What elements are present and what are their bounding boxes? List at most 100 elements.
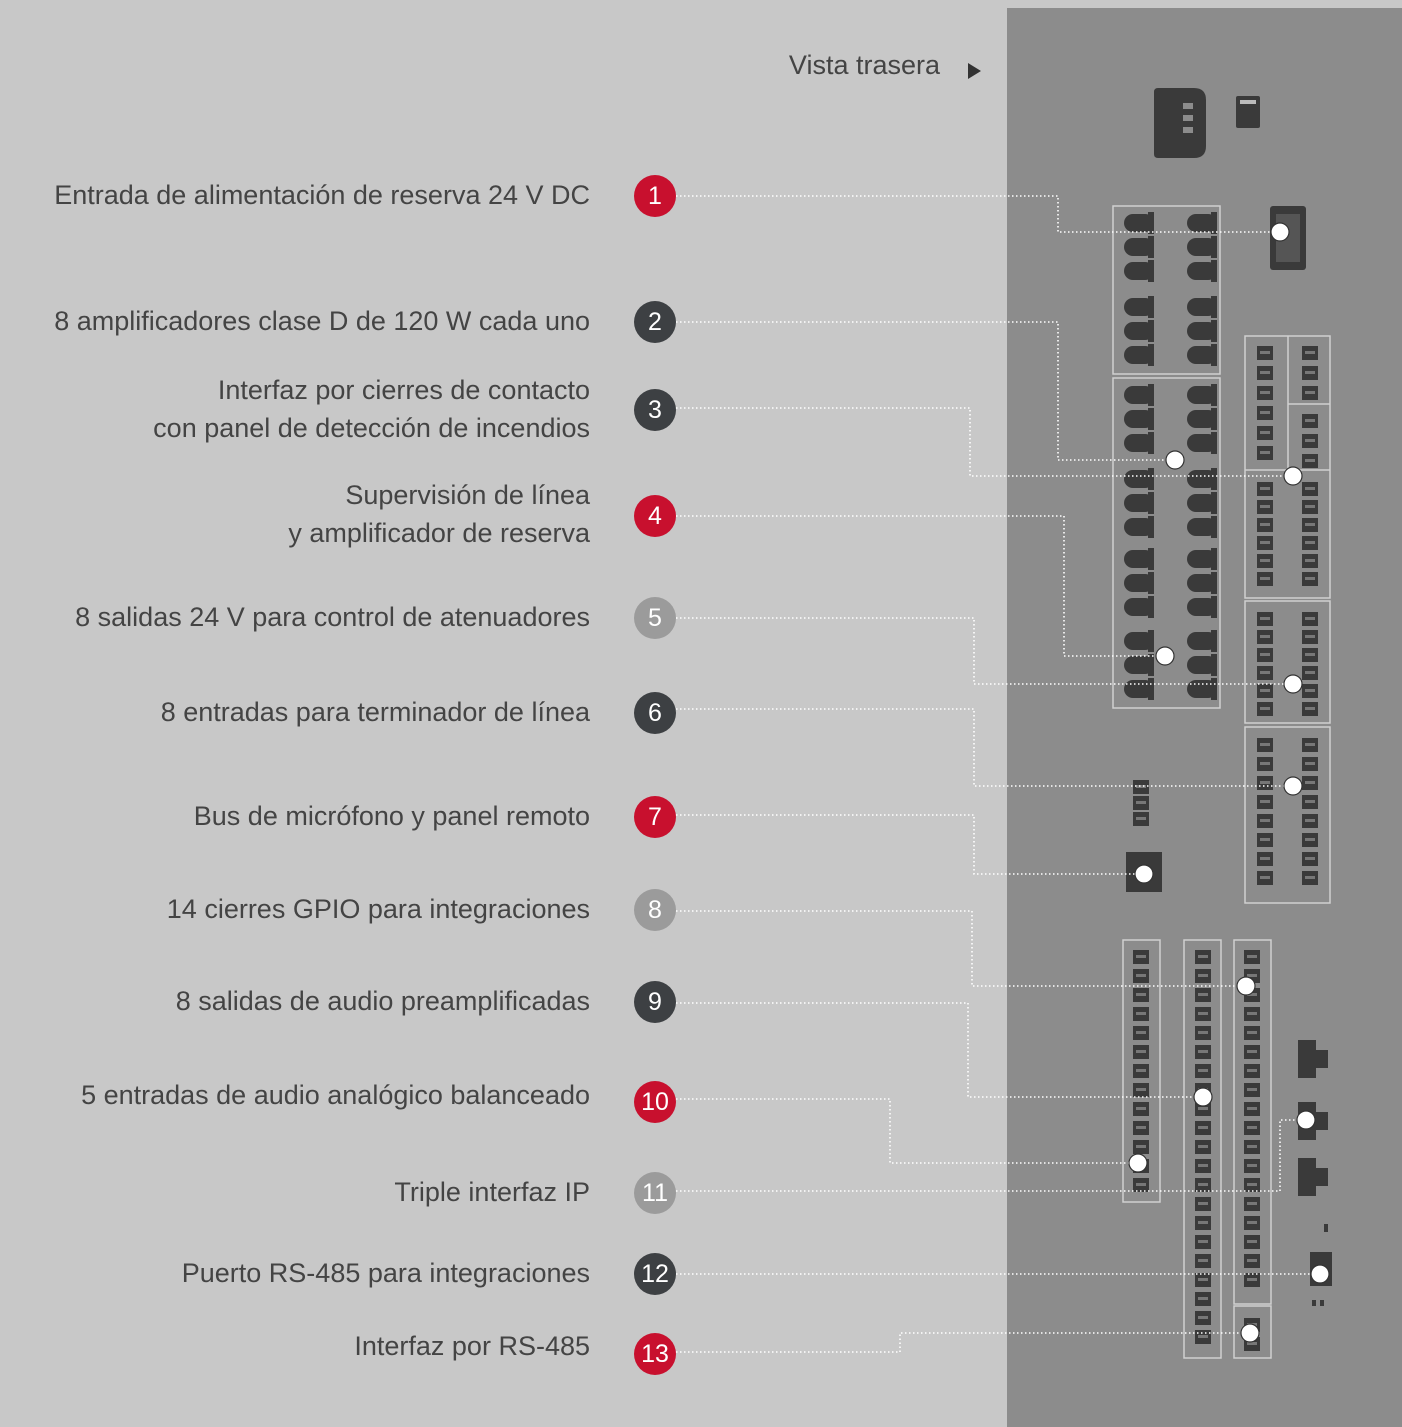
speaker-terminal [1187,434,1217,452]
leader-line-9 [676,1002,1203,1098]
terminal-pin-slot [1305,523,1315,526]
terminal-pin-slot [1198,1335,1208,1338]
speaker-terminal-latch [1211,468,1217,490]
callout-badge-3: 3 [634,389,676,431]
speaker-terminal [1124,298,1154,316]
terminal-pin-slot [1260,743,1270,746]
terminal-pin-slot [1247,1050,1257,1053]
speaker-terminal-latch [1211,260,1217,282]
terminal-pin-slot [1198,1069,1208,1072]
ethernet-port-1 [1298,1040,1328,1078]
speaker-terminal [1124,262,1154,280]
terminal-pin-slot [1247,1126,1257,1129]
terminal-pin-slot [1136,1107,1146,1110]
leader-line-3 [676,407,1293,477]
leader-line-8 [676,910,1246,987]
speaker-terminal [1187,298,1217,316]
speaker-terminal [1124,518,1154,536]
callout-label-8: 14 cierres GPIO para integraciones [166,894,590,924]
terminal-pin-slot [1305,577,1315,580]
terminal-pin-slot [1305,439,1315,442]
terminal-pin-slot [1305,671,1315,674]
leader-line-2 [676,321,1175,461]
terminal-pin-slot [1198,1164,1208,1167]
terminal-pin-slot [1247,1278,1257,1281]
power-inlet-pin [1183,103,1193,109]
leader-line-6 [676,708,1293,787]
speaker-terminal [1187,322,1217,340]
callout-badge-2: 2 [634,301,676,343]
target-dot-9 [1193,1087,1213,1107]
leader-line-11 [676,1119,1306,1192]
speaker-terminal [1124,346,1154,364]
terminal-pin-slot [1136,817,1146,820]
terminal-pin-slot [1247,955,1257,958]
terminal-pin-slot [1260,541,1270,544]
callout-badge-5: 5 [634,597,676,639]
terminal-pin-slot [1305,371,1315,374]
speaker-terminal-latch [1148,384,1154,406]
leader-line-5 [676,617,1293,685]
speaker-terminal-latch [1148,236,1154,258]
terminal-pin-slot [1247,1183,1257,1186]
terminal-pin-slot [1198,974,1208,977]
speaker-terminal-latch [1211,548,1217,570]
terminal-pin-slot [1198,1297,1208,1300]
terminal-pin-slot [1305,559,1315,562]
terminal-pin-slot [1305,505,1315,508]
terminal-pin-slot [1305,876,1315,879]
speaker-terminal-latch [1211,678,1217,700]
terminal-pin-slot [1198,955,1208,958]
callout-label-4-line-2: y amplificador de reserva [288,518,590,548]
terminal-pin-slot [1247,1069,1257,1072]
terminal-pin-slot [1247,1240,1257,1243]
speaker-terminal [1124,410,1154,428]
speaker-terminal [1124,238,1154,256]
power-inlet-pin [1183,115,1193,121]
target-dot-8 [1236,976,1256,996]
speaker-terminal [1124,598,1154,616]
callout-badge-12: 12 [634,1253,676,1295]
terminal-pin-slot [1247,1164,1257,1167]
speaker-terminal [1124,574,1154,592]
speaker-terminal [1187,632,1217,650]
rs485-port-pin [1320,1300,1324,1306]
target-dot-2 [1165,450,1185,470]
power-inlet-pin [1183,127,1193,133]
callout-label-4-line-1: Supervisión de línea [345,480,590,510]
callout-label-3-line-1: Interfaz por cierres de contacto [217,375,590,405]
status-led [1324,1224,1328,1232]
target-dot-7 [1134,864,1154,884]
terminal-pin-slot [1136,785,1146,788]
target-dot-6 [1283,776,1303,796]
terminal-pin-slot [1305,838,1315,841]
speaker-terminal [1187,214,1217,232]
terminal-pin-slot [1260,351,1270,354]
terminal-pin-slot [1305,743,1315,746]
terminal-pin-slot [1198,1050,1208,1053]
terminal-pin-slot [1260,857,1270,860]
target-dot-12 [1310,1264,1330,1284]
audio-output-block [1183,939,1222,1359]
speaker-terminal-latch [1148,212,1154,234]
terminal-pin-slot [1136,955,1146,958]
eol-input-block [1244,726,1331,904]
speaker-terminal [1187,574,1217,592]
terminal-pin-slot [1136,993,1146,996]
callout-badge-7: 7 [634,796,676,838]
rs485-interface-block [1233,1305,1272,1359]
speaker-terminal [1124,322,1154,340]
terminal-pin-slot [1198,1145,1208,1148]
speaker-terminal-latch [1211,516,1217,538]
terminal-pin-slot [1260,371,1270,374]
speaker-terminal-latch [1148,468,1154,490]
terminal-pin-slot [1198,1107,1208,1110]
terminal-pin-slot [1260,391,1270,394]
callout-label-7: Bus de micrófono y panel remoto [193,801,590,831]
speaker-terminal [1187,470,1217,488]
terminal-pin-slot [1305,800,1315,803]
terminal-pin-slot [1247,1145,1257,1148]
terminal-pin-slot [1260,781,1270,784]
terminal-pin-slot [1198,993,1208,996]
terminal-pin-slot [1136,1088,1146,1091]
